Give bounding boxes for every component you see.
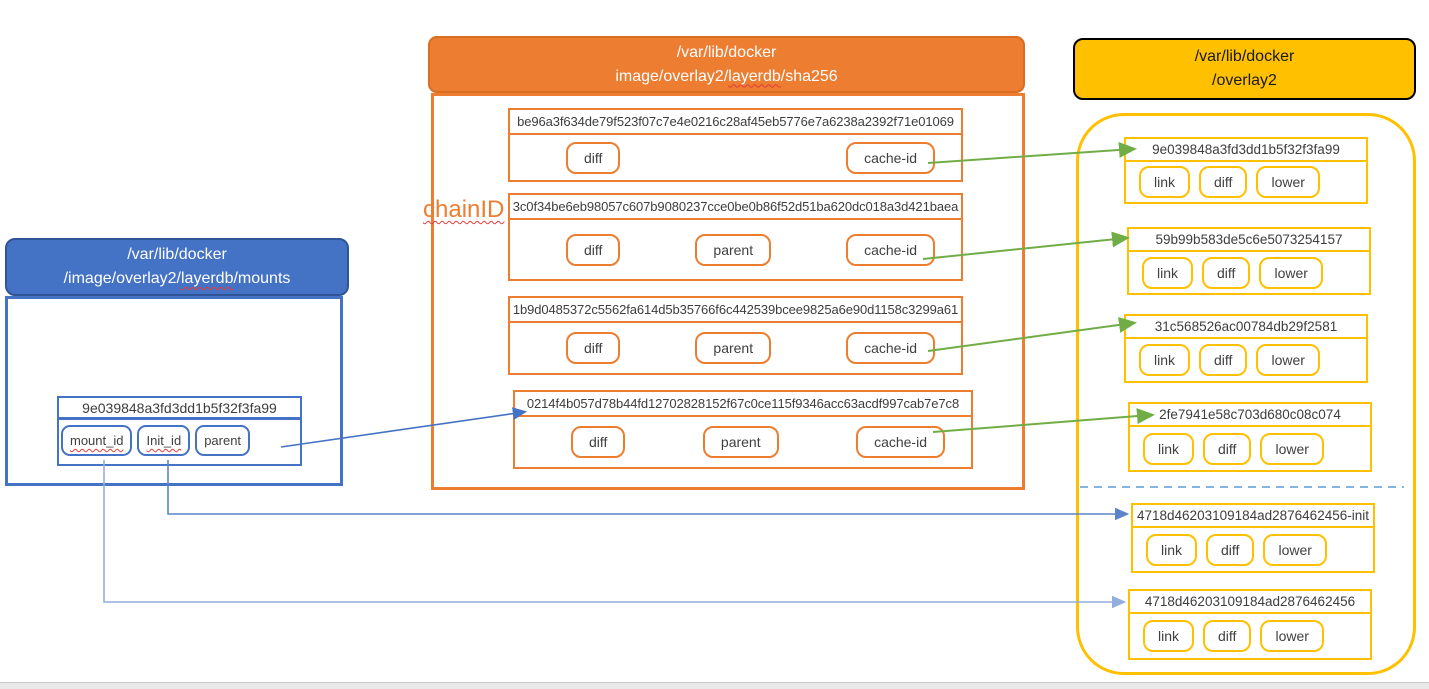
mounts-entry: 9e039848a3fd3dd1b5f32f3fa99 mount_id Ini… <box>57 396 302 466</box>
link-key: link <box>1139 166 1191 198</box>
lower-key: lower <box>1259 256 1323 289</box>
cache-dir-id: 9e039848a3fd3dd1b5f32f3fa99 <box>1126 139 1366 162</box>
sha256-header-path-misspelled: layerdb <box>728 67 781 85</box>
parent-key: parent <box>695 233 772 266</box>
init-id-key: Init_id <box>137 425 191 456</box>
diff-key: diff <box>571 426 626 458</box>
mounts-header-line2: /image/overlay2/layerdb/mounts <box>7 267 347 291</box>
chain-id-label: chainID <box>423 196 505 223</box>
overlay2-dir-init: 4718d46203109184ad2876462456-init link d… <box>1131 503 1375 573</box>
parent-key: parent <box>702 426 779 458</box>
layer-row-keys: diff parent cache-id <box>515 417 971 467</box>
mounts-entry-keys: mount_id Init_id parent <box>59 420 300 456</box>
cache-dir-id: 31c568526ac00784db29f2581 <box>1126 316 1366 339</box>
mounts-header: /var/lib/docker /image/overlay2/layerdb/… <box>5 238 349 296</box>
lower-key: lower <box>1263 533 1327 566</box>
cache-dir-id: 59b99b583de5c6e5073254157 <box>1129 229 1369 252</box>
layer-chain-id: 3c0f34be6eb98057c607b9080237cce0be0b86f5… <box>510 195 961 220</box>
window-bottom-edge <box>0 682 1429 689</box>
overlay2-dir-keys: link diff lower <box>1129 252 1369 293</box>
sha256-header-path-post: /sha256 <box>780 67 838 85</box>
cache-dir-id: 2fe7941e58c703d680c08c074 <box>1130 404 1370 427</box>
link-key: link <box>1143 432 1195 465</box>
diff-key: diff <box>566 233 621 266</box>
diff-key: diff <box>1199 344 1248 376</box>
overlay2-dir-4: 2fe7941e58c703d680c08c074 link diff lowe… <box>1128 402 1372 472</box>
link-key: link <box>1142 256 1194 289</box>
sha256-header-line2: image/overlay2/layerdb/sha256 <box>430 65 1023 89</box>
link-key: link <box>1143 620 1195 652</box>
parent-key: parent <box>695 332 772 364</box>
overlay2-dir-keys: link diff lower <box>1130 427 1370 470</box>
diff-key: diff <box>566 332 621 364</box>
layer-chain-id: 1b9d0485372c5562fa614d5b35766f6c442539bc… <box>510 298 961 323</box>
overlay2-dir-3: 31c568526ac00784db29f2581 link diff lowe… <box>1124 314 1368 383</box>
sha256-header-path-pre: image/overlay2/ <box>615 67 729 85</box>
sha256-header-line1: /var/lib/docker <box>676 43 777 61</box>
sha256-header: /var/lib/docker image/overlay2/layerdb/s… <box>428 36 1025 93</box>
layer-row-keys: diff parent cache-id <box>510 220 961 279</box>
lower-key: lower <box>1260 432 1324 465</box>
layer-row-1: be96a3f634de79f523f07c7e4e0216c28af45eb5… <box>508 108 963 182</box>
diff-key: diff <box>1199 166 1248 198</box>
mounts-header-line1: /var/lib/docker <box>127 246 227 263</box>
layer-row-keys: diff cache-id <box>510 135 961 180</box>
layer-row-3: 1b9d0485372c5562fa614d5b35766f6c442539bc… <box>508 296 963 375</box>
overlay2-header: /var/lib/docker /overlay2 <box>1073 38 1416 100</box>
cache-dir-id: 4718d46203109184ad2876462456-init <box>1133 505 1373 528</box>
diff-key: diff <box>1206 533 1255 566</box>
cache-id-key: cache-id <box>856 426 945 458</box>
cache-id-key: cache-id <box>846 332 935 364</box>
cache-dir-id: 4718d46203109184ad2876462456 <box>1130 591 1370 614</box>
mounts-header-path-post: /mounts <box>233 270 291 287</box>
link-key: link <box>1146 533 1198 566</box>
cache-id-key: cache-id <box>846 233 935 266</box>
diff-key: diff <box>566 141 621 174</box>
lower-key: lower <box>1260 620 1324 652</box>
diff-key: diff <box>1203 620 1252 652</box>
mount-id-key: mount_id <box>61 425 133 456</box>
mounts-header-path-misspelled: layerdb <box>180 270 234 287</box>
lower-key: lower <box>1256 166 1320 198</box>
diff-key: diff <box>1203 432 1252 465</box>
overlay2-dir-keys: link diff lower <box>1130 614 1370 658</box>
mounts-header-path-pre: /image/overlay2/ <box>63 270 181 287</box>
overlay2-dir-mount: 4718d46203109184ad2876462456 link diff l… <box>1128 589 1372 660</box>
layer-row-2: 3c0f34be6eb98057c607b9080237cce0be0b86f5… <box>508 193 963 281</box>
overlay2-header-line1: /var/lib/docker <box>1194 48 1295 65</box>
overlay2-dir-keys: link diff lower <box>1126 339 1366 381</box>
overlay2-header-line2: /overlay2 <box>1212 72 1277 89</box>
overlay2-dir-2: 59b99b583de5c6e5073254157 link diff lowe… <box>1127 227 1371 295</box>
layer-chain-id: 0214f4b057d78b44fd12702828152f67c0ce115f… <box>515 392 971 417</box>
layer-row-keys: diff parent cache-id <box>510 323 961 373</box>
overlay2-dir-keys: link diff lower <box>1133 528 1373 571</box>
overlay2-dir-1: 9e039848a3fd3dd1b5f32f3fa99 link diff lo… <box>1124 137 1368 204</box>
overlay2-dir-keys: link diff lower <box>1126 162 1366 202</box>
layer-row-4: 0214f4b057d78b44fd12702828152f67c0ce115f… <box>513 390 973 469</box>
layer-chain-id: be96a3f634de79f523f07c7e4e0216c28af45eb5… <box>510 110 961 135</box>
link-key: link <box>1139 344 1191 376</box>
lower-key: lower <box>1256 344 1320 376</box>
parent-key: parent <box>195 425 251 456</box>
diff-key: diff <box>1202 256 1251 289</box>
overlay2-panel <box>1076 113 1416 675</box>
mount-layer-id: 9e039848a3fd3dd1b5f32f3fa99 <box>59 398 300 420</box>
cache-id-key: cache-id <box>846 141 935 174</box>
